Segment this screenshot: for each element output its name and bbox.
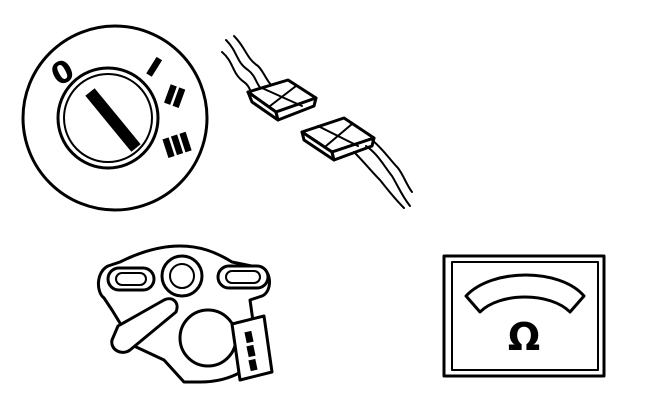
sensor-pin-1 [244, 330, 254, 344]
sensor-pin-3 [248, 358, 258, 372]
connector-half-right [300, 116, 376, 162]
ohmmeter-frame-inner [451, 261, 599, 371]
switch-outer-ring [21, 24, 209, 212]
wire-right-2 [353, 151, 405, 209]
position-label-ii: II [161, 81, 187, 113]
sensor-lever-arm [110, 297, 179, 354]
throttle-position-sensor-icon [97, 244, 274, 384]
sensor-shaft-boss [160, 254, 204, 298]
switch-barrel [63, 73, 153, 163]
wiring-connector-icon [221, 35, 413, 209]
switch-bezel-inner [56, 66, 160, 170]
ohmmeter-scale-arc [464, 273, 586, 314]
position-label-iii: III [160, 128, 194, 163]
wire-right-1 [365, 145, 411, 207]
ignition-switch-icon: 0 I II III [21, 24, 209, 212]
wire-left-2 [233, 35, 273, 87]
position-label-i: I [143, 53, 165, 81]
mount-slot-left [106, 266, 156, 292]
sensor-rotor [178, 308, 238, 368]
key-slot [85, 88, 141, 152]
ohmmeter-icon: Ω [442, 254, 606, 378]
connector-half-left [246, 78, 318, 122]
sensor-pin-2 [246, 344, 256, 358]
wire-left-1 [225, 39, 263, 91]
ohmmeter-unit-symbol: Ω [508, 315, 540, 359]
ohmmeter-frame-outer [442, 254, 606, 378]
wire-right-3 [371, 139, 413, 193]
